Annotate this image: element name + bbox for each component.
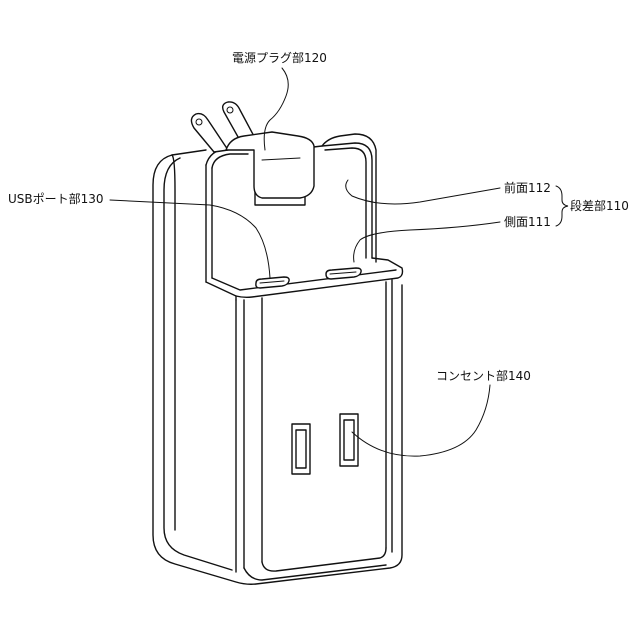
label-usb-port: USBポート部130 — [8, 191, 104, 206]
step-ledge — [206, 258, 403, 300]
leader-lines — [110, 68, 568, 456]
label-step: 段差部110 — [570, 198, 629, 213]
label-outlet: コンセント部140 — [436, 368, 531, 383]
adapter-body — [153, 150, 402, 584]
power-plug — [191, 102, 314, 198]
label-side-face: 側面111 — [504, 215, 551, 229]
outlet-panel — [236, 280, 392, 580]
label-power-plug: 電源プラグ部120 — [232, 50, 327, 65]
label-front-face: 前面112 — [504, 180, 551, 195]
outlet-slots — [292, 414, 358, 474]
